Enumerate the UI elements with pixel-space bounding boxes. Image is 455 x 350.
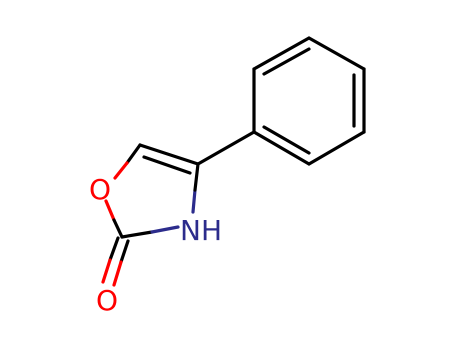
n3-c4-bond-nitrogen-half <box>191 188 197 214</box>
n3-c4-bond-carbon-half <box>193 162 200 192</box>
phenyl-bond-1 <box>252 36 311 71</box>
c4-c5-bond <box>138 143 200 166</box>
phenyl-to-c4-bond <box>196 130 256 166</box>
ring-oxygen-label: O <box>89 173 111 206</box>
carbonyl-bond-right-carbon <box>119 239 130 264</box>
c4-c5-inner-bond <box>142 155 192 175</box>
o1-c2-bond-oxygen-half <box>104 199 116 222</box>
phenyl-bond-5 <box>252 130 311 166</box>
phenyl-bond-4 <box>307 130 366 166</box>
c5-o1-bond-carbon-half <box>125 143 142 165</box>
phenyl-inner-bond-top <box>262 47 311 76</box>
oxazolone-ring <box>104 143 200 239</box>
nitrogen-h-label: NH <box>180 214 222 247</box>
c2-n3-bond-carbon-half <box>120 230 154 239</box>
carbonyl-bond-left-carbon <box>108 236 120 262</box>
phenyl-bond-2 <box>307 36 366 71</box>
c5-o1-bond-oxygen-half <box>113 161 129 180</box>
o1-c2-bond-carbon-half <box>112 218 124 239</box>
phenyl-inner-bond-bottom <box>262 125 311 155</box>
phenyl-ring <box>252 36 366 166</box>
carbonyl-bond-left-oxygen <box>101 258 112 284</box>
c2-n3-bond-nitrogen-half <box>150 225 180 234</box>
carbonyl-oxygen-label: O <box>96 284 118 317</box>
carbonyl-double-bond <box>101 236 130 287</box>
carbonyl-bond-right-oxygen <box>112 260 123 287</box>
